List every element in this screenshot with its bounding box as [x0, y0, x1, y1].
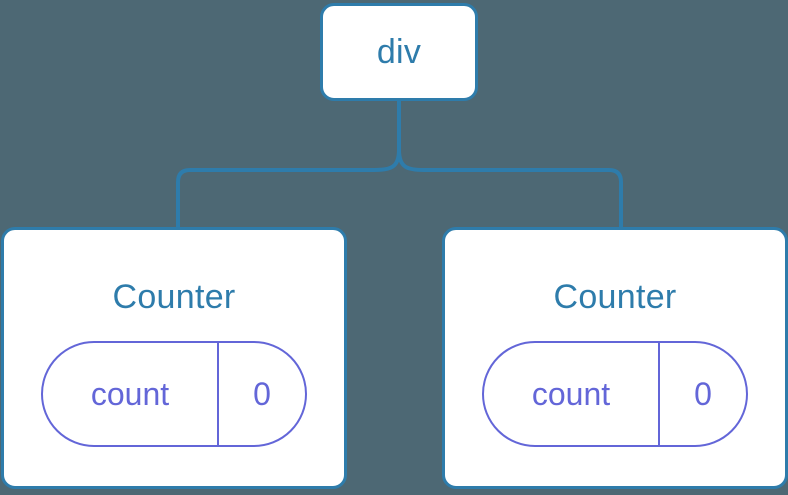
state-pill-left[interactable]: count 0 [41, 341, 307, 447]
node-div[interactable]: div [320, 3, 478, 101]
node-div-label: div [376, 33, 422, 71]
node-counter-left[interactable]: Counter count 0 [1, 227, 347, 489]
edge-to-left-counter [176, 149, 401, 227]
state-value-left: 0 [253, 376, 271, 412]
node-counter-right[interactable]: Counter count 0 [442, 227, 788, 489]
edge-to-right-counter [397, 149, 623, 227]
state-key-right: count [484, 343, 660, 445]
state-key-left: count [43, 343, 219, 445]
state-pill-right[interactable]: count 0 [482, 341, 748, 447]
node-counter-right-label: Counter [553, 278, 677, 316]
node-counter-left-label: Counter [112, 278, 236, 316]
state-value-right: 0 [694, 376, 712, 412]
